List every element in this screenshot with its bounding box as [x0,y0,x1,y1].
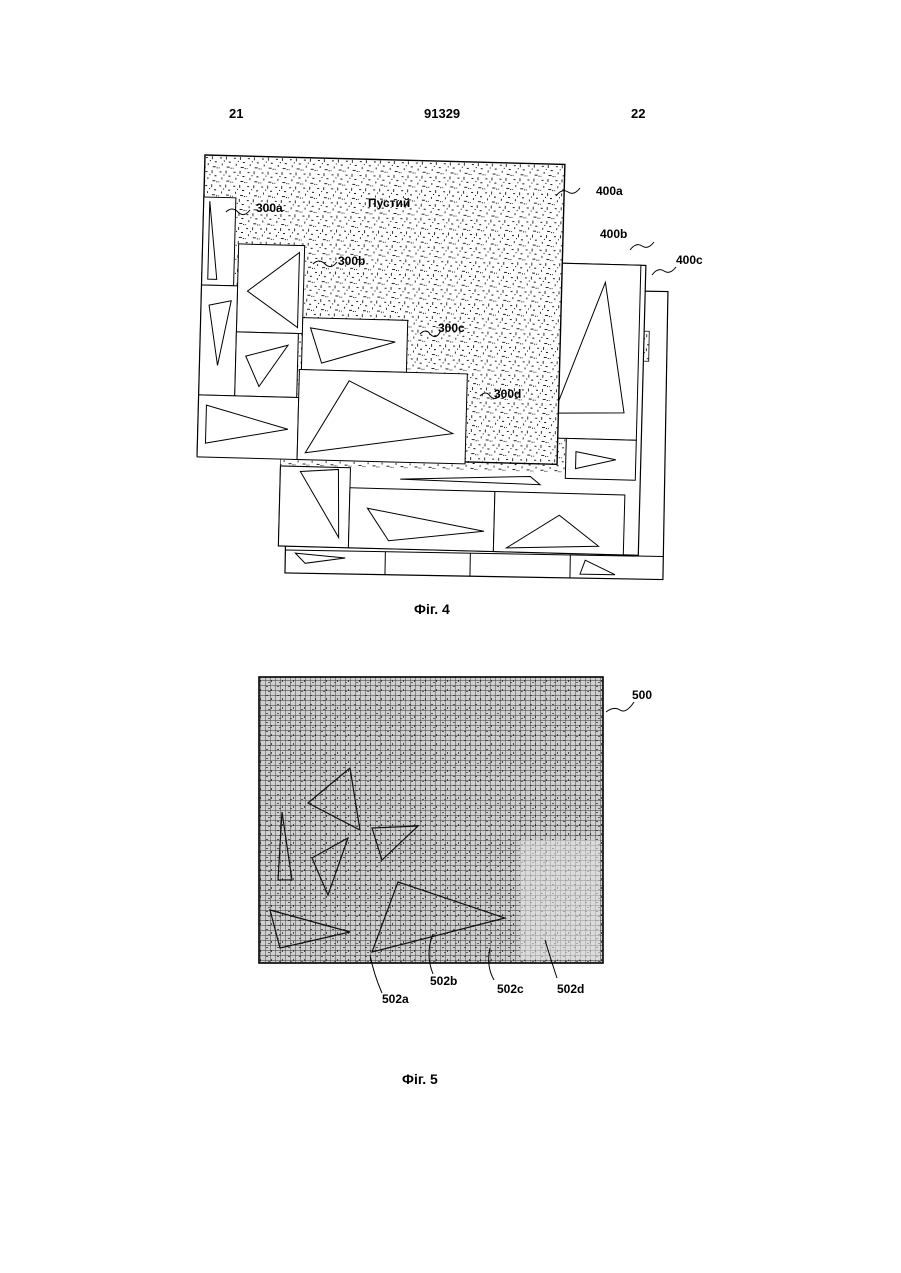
label-400c: 400c [676,253,703,267]
label-502d: 502d [557,982,584,996]
label-400a: 400a [596,184,623,198]
label-300a: 300a [256,201,283,215]
figure-5-drawing [259,677,634,993]
label-500: 500 [632,688,652,702]
label-300d: 300d [494,387,521,401]
label-502c: 502c [497,982,524,996]
label-300c: 300c [438,321,465,335]
label-502b: 502b [430,974,457,988]
label-400b: 400b [600,227,627,241]
label-300b: 300b [338,254,365,268]
figure-4-caption: Фіг. 4 [414,601,450,617]
label-502a: 502a [382,992,409,1006]
figure-5-caption: Фіг. 5 [402,1071,438,1087]
empty-label: Пустий [368,196,410,210]
